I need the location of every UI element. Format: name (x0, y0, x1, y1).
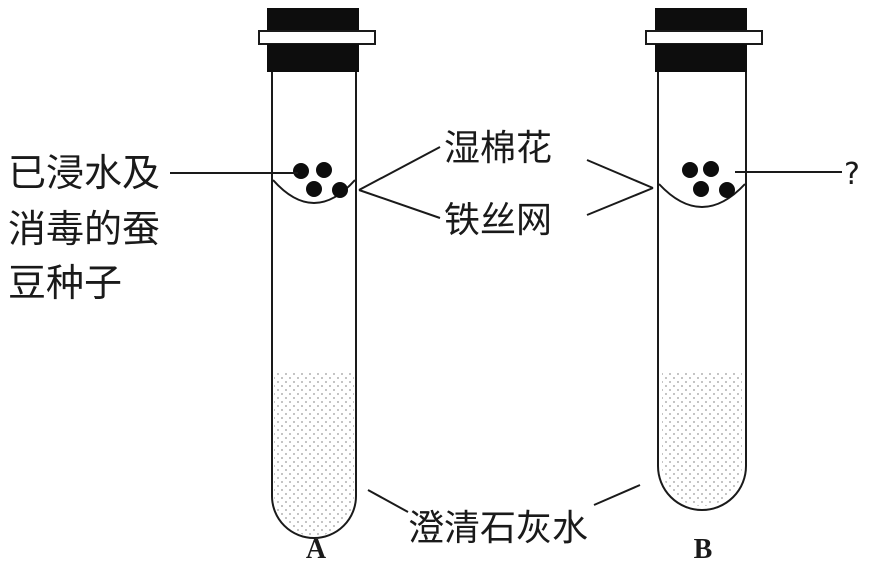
tube-a-label: A (306, 534, 327, 565)
test-tube-b: B (645, 8, 763, 565)
leader-limewater-a (367, 489, 409, 513)
tube-a-stopper-top (267, 8, 359, 32)
leader-cotton-a (358, 146, 441, 191)
tube-b-stopper-band (645, 30, 763, 45)
label-wire-mesh: 铁丝网 (444, 200, 552, 241)
leader-mesh-b (586, 187, 654, 216)
label-seeds-line-2: 消毒的蚕 (8, 207, 160, 251)
label-seeds-line-3: 豆种子 (8, 261, 122, 305)
label-limewater: 澄清石灰水 (408, 508, 588, 549)
test-tube-a: A (258, 8, 376, 565)
tube-a-stopper-band (258, 30, 376, 45)
tube-b-limewater (662, 372, 742, 506)
label-wet-cotton: 湿棉花 (444, 128, 552, 169)
tube-a-seeds (293, 162, 348, 198)
leader-limewater-b (593, 484, 641, 506)
leader-cotton-b (586, 159, 654, 189)
tube-b-body (657, 72, 747, 511)
tube-b-stopper-top (655, 8, 747, 32)
tube-b-seeds (682, 161, 735, 198)
leader-lines (170, 146, 842, 513)
leader-mesh-a (358, 189, 441, 219)
label-seeds-line-1: 已浸水及 (8, 151, 160, 195)
tube-a-body (271, 72, 357, 539)
tube-b-label: B (694, 534, 713, 565)
tube-b-stopper-bottom (655, 44, 747, 72)
tube-b-wire-mesh (658, 183, 746, 208)
tube-a-stopper-bottom (267, 44, 359, 72)
tube-a-limewater (274, 372, 354, 536)
label-question: ? (844, 157, 860, 192)
